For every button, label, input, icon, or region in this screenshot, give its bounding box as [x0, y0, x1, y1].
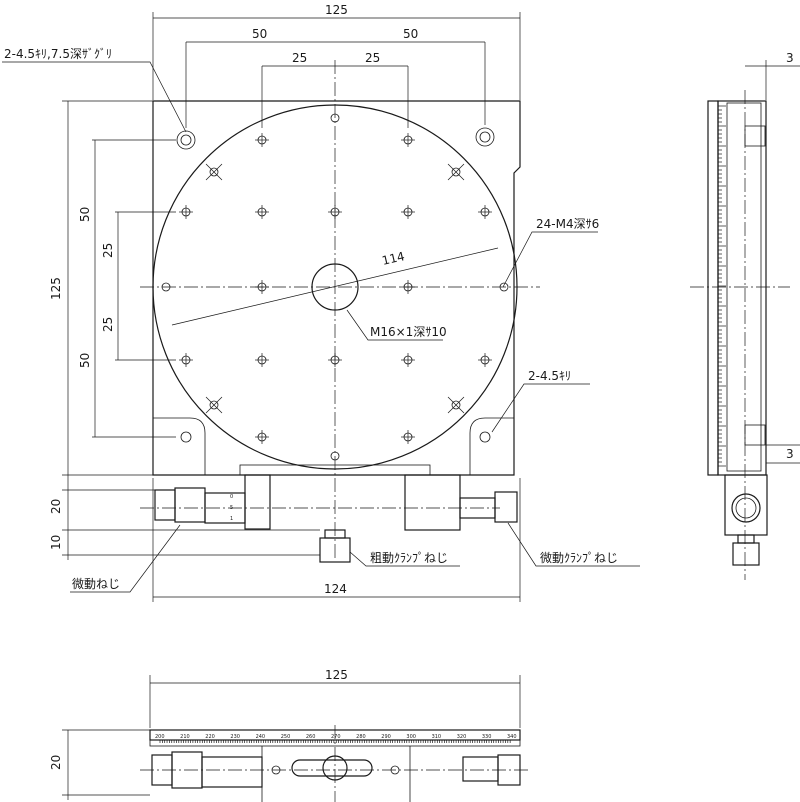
dim-hole-span-left: 50 — [252, 27, 267, 41]
tapped-hole — [161, 282, 171, 292]
dim-side-3-bottom: 3 — [786, 447, 794, 461]
corner-recess-bottom-left — [153, 417, 206, 475]
counterbore-hole-right — [475, 127, 495, 147]
front-scale-label: 340 — [507, 734, 517, 740]
coarse-clamp-knob — [319, 529, 351, 563]
callout-fine-screw: 微動ねじ — [72, 577, 120, 591]
front-scale: 200 210 220 230 240 250 260 270 280 290 300 310 320 3… — [155, 734, 517, 743]
front-scale-label: 280 — [356, 734, 366, 740]
plan-view: 114 0 5 1 — [140, 60, 540, 563]
front-scale-label: 220 — [205, 734, 215, 740]
dim-height-20: 20 — [49, 499, 63, 514]
callout-counterbore: 2-4.5ｷﾘ,7.5深ｻﾞｸﾞﾘ — [4, 47, 112, 61]
diameter-label: 114 — [381, 249, 406, 268]
front-scale-label: 210 — [180, 734, 190, 740]
side-scale-ticks — [718, 105, 726, 467]
front-view: 200 210 220 230 240 250 260 270 280 290 300 310 320 3… — [49, 668, 530, 802]
callout-fine-clamp: 微動ｸﾗﾝﾌﾟねじ — [540, 551, 618, 565]
front-scale-label: 200 — [155, 734, 165, 740]
dim-inner-span-left: 25 — [292, 51, 307, 65]
callout-tapped-holes: 24-M4深ｻ6 — [536, 217, 599, 231]
dim-v-upper-25: 25 — [101, 243, 115, 258]
tapped-hole-cross — [447, 396, 465, 414]
tapped-hole-cross — [205, 396, 223, 414]
front-scale-label: 330 — [482, 734, 492, 740]
corner-recess-bottom-right — [469, 417, 514, 475]
fine-clamp-block — [404, 474, 518, 531]
dim-height-10: 10 — [49, 535, 63, 550]
front-scale-label: 290 — [381, 734, 391, 740]
dim-base-width: 124 — [324, 582, 347, 596]
mount-hole-right — [479, 431, 491, 443]
dim-inner-span-right: 25 — [365, 51, 380, 65]
dim-v-lower-25: 25 — [101, 317, 115, 332]
side-view: 3 3 — [690, 51, 800, 580]
tapped-hole-cross — [205, 163, 223, 181]
tapped-hole — [330, 113, 340, 123]
dim-bottom-width: 125 — [325, 668, 348, 682]
tapped-hole-diagonal — [209, 400, 219, 410]
diameter-line — [171, 247, 499, 326]
dim-v-upper-50: 50 — [78, 207, 92, 222]
tapped-hole-grid — [161, 113, 509, 461]
dim-v-lower-50: 50 — [78, 353, 92, 368]
callout-mount-holes: 2-4.5ｷﾘ — [528, 369, 571, 383]
front-scale-label: 260 — [306, 734, 316, 740]
micrometer-mark-5: 5 — [230, 505, 233, 511]
front-scale-label: 310 — [432, 734, 442, 740]
micrometer-mark-0: 0 — [230, 494, 233, 500]
tapped-hole — [499, 282, 509, 292]
tapped-hole — [330, 451, 340, 461]
front-scale-label: 300 — [406, 734, 416, 740]
dim-top-width: 125 — [325, 3, 348, 17]
front-scale-label: 230 — [230, 734, 240, 740]
dim-side-3-top: 3 — [786, 51, 794, 65]
plan-dimensions: 125 50 50 25 25 125 50 50 25 25 — [49, 3, 521, 602]
callout-coarse-clamp: 粗動ｸﾗﾝﾌﾟねじ — [370, 551, 448, 565]
tapped-hole-diagonal — [451, 167, 461, 177]
tapped-hole-diagonal — [209, 167, 219, 177]
tapped-hole-cross — [447, 163, 465, 181]
tapped-hole-diagonal — [451, 400, 461, 410]
micrometer-assembly: 0 5 1 — [140, 464, 500, 530]
mount-hole-left — [180, 431, 192, 443]
dim-side-height: 125 — [49, 277, 63, 300]
dim-bottom-height: 20 — [49, 755, 63, 770]
counterbore-hole-left — [176, 130, 196, 150]
front-scale-label: 240 — [256, 734, 266, 740]
callouts: 2-4.5ｷﾘ,7.5深ｻﾞｸﾞﾘ 24-M4深ｻ6 M16×1深ｻ10 2-4… — [2, 47, 640, 593]
front-scale-label: 320 — [457, 734, 467, 740]
dim-hole-span-right: 50 — [403, 27, 418, 41]
front-scale-label: 270 — [331, 734, 341, 740]
micrometer-mark-1: 1 — [230, 516, 233, 522]
callout-center-tap: M16×1深ｻ10 — [370, 325, 447, 339]
front-scale-label: 250 — [281, 734, 291, 740]
